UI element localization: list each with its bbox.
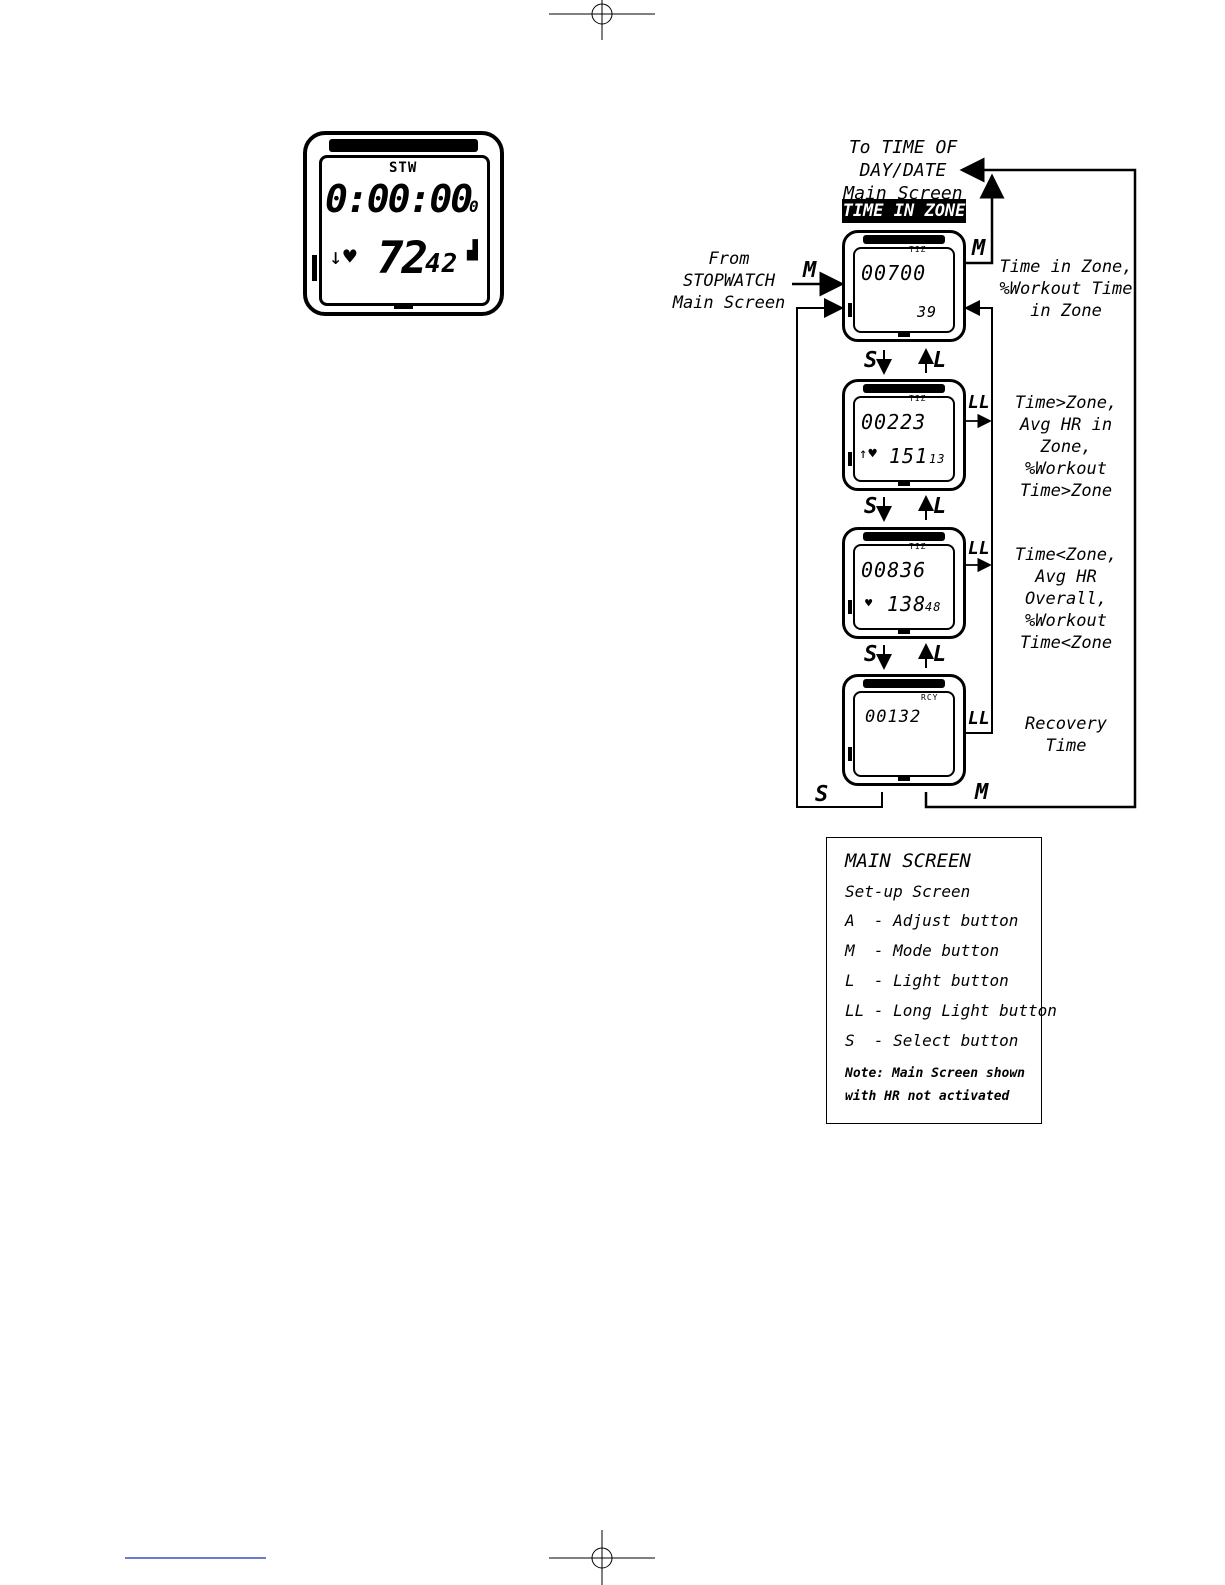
legend-item-select: S - Select button (845, 1031, 1019, 1050)
description-time-below-zone: Time<Zone, Avg HR Overall, %Workout Time… (1014, 545, 1118, 653)
watch-brand-bar (329, 139, 478, 152)
button-label-l-1: L (933, 348, 947, 373)
button-label-s-1: S (864, 348, 878, 373)
description-recovery-time: Recovery Time (1025, 714, 1107, 756)
from-stopwatch-label: From STOPWATCH Main Screen (672, 249, 786, 313)
button-label-ll-1: LL (968, 392, 990, 413)
screen-1-lower: 39 (917, 303, 938, 321)
description-time-above-zone: Time>Zone, Avg HR in Zone, %Workout Time… (1014, 393, 1118, 501)
watch-screen-time-below-zone: TIZ 00836 ♥ 138 48 (842, 527, 966, 639)
legend-subtitle: Set-up Screen (845, 882, 971, 901)
to-time-of-day-label: To TIME OF DAY/DATE Main Screen (843, 137, 963, 204)
watch-hr-small: 42 (425, 249, 459, 279)
watch-screen-time-above-zone: TIZ 00223 ↑♥ 151 13 (842, 379, 966, 491)
legend-note: Note: Main Screen shown with HR not acti… (845, 1066, 1026, 1104)
button-label-s-bottom: S (815, 782, 829, 807)
watch-screen-recovery: RCY 00132 (842, 674, 966, 786)
legend-box: MAIN SCREEN Set-up Screen A - Adjust but… (826, 837, 1057, 1124)
screen-2-value: 00223 (861, 410, 927, 434)
screen-2-mode: TIZ (909, 394, 927, 403)
button-label-s-2: S (864, 494, 878, 519)
watch-mode: STW (389, 160, 418, 176)
button-label-s-3: S (864, 642, 878, 667)
screen-4-mode: RCY (921, 693, 939, 702)
screen-3-value: 00836 (861, 558, 927, 582)
watch-time: 0:00:00 (325, 177, 473, 221)
screen-2-lower: 151 (889, 444, 929, 468)
watch-time-suffix: 0 (469, 197, 480, 216)
screen-3-lower-small: 48 (925, 600, 942, 614)
legend-item-mode: M - Mode button (845, 941, 1000, 960)
screen-1-value: 00700 (861, 261, 927, 285)
button-label-l-2: L (933, 494, 947, 519)
heart-icon: ↑♥ (859, 446, 878, 462)
screen-1-mode: TIZ (909, 245, 927, 254)
stopwatch-watch-face: STW 0:00:00 0 ↓♥ 72 42 ▟ (303, 131, 504, 316)
screen-4-value: 00132 (865, 707, 922, 727)
button-label-m-from: M (803, 258, 817, 283)
button-label-m-bottom: M (975, 780, 989, 805)
heart-icon: ↓♥ (329, 245, 358, 270)
button-label-ll-2: LL (968, 538, 990, 559)
watch-hr-main: 72 (377, 233, 428, 284)
legend-item-adjust: A - Adjust button (845, 911, 1019, 930)
button-label-l-3: L (933, 642, 947, 667)
screen-3-lower: 138 (887, 592, 927, 616)
description-time-in-zone: Time in Zone, %Workout Time in Zone (999, 257, 1133, 321)
heart-icon: ♥ (865, 596, 874, 610)
legend-item-long-light: LL - Long Light button (845, 1001, 1057, 1020)
screen-2-lower-small: 13 (929, 452, 946, 466)
button-label-m-to: M (972, 236, 986, 261)
runner-icon: ▟ (467, 240, 479, 261)
legend-title: MAIN SCREEN (845, 850, 971, 872)
button-label-ll-3: LL (968, 708, 990, 729)
section-title: TIME IN ZONE (842, 199, 966, 223)
watch-screen-time-in-zone: TIZ 00700 39 (842, 230, 966, 342)
legend-item-light: L - Light button (845, 971, 1009, 990)
screen-3-mode: TIZ (909, 542, 927, 551)
